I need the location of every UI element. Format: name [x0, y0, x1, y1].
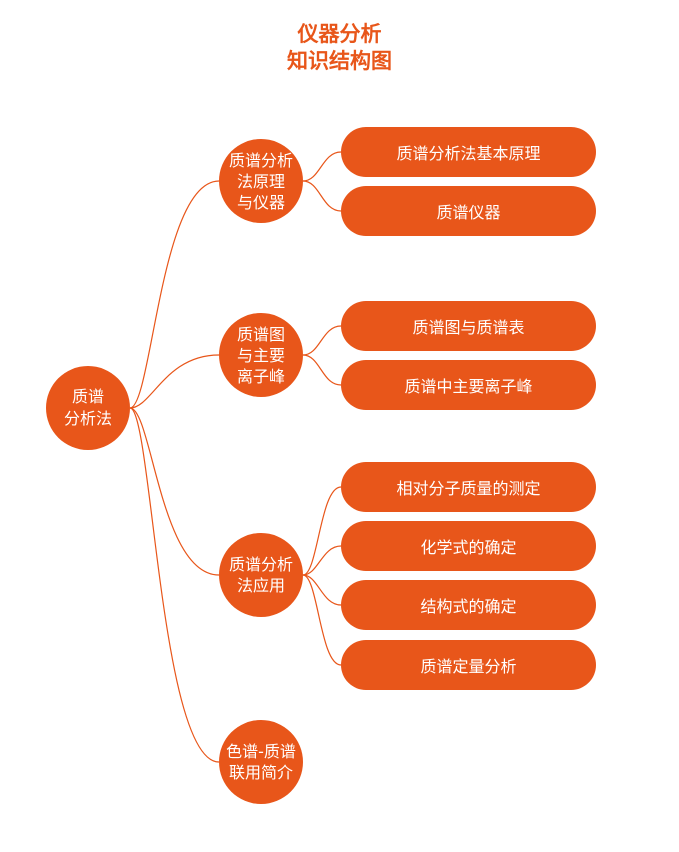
root-node: 质谱 分析法 [46, 366, 130, 450]
link-branch-3-leaf-4 [302, 574, 342, 666]
link-branch-2-leaf-1 [302, 325, 342, 356]
diagram-title-line1: 仪器分析 [297, 22, 382, 46]
link-branch-3-leaf-2 [302, 545, 342, 576]
branch-node-principles: 质谱分析 法原理 与仪器 [219, 139, 303, 223]
leaf-node-spectrum-table: 质谱图与质谱表 [341, 301, 596, 351]
diagram-title-line2: 知识结构图 [287, 49, 392, 73]
root-node-label: 质谱 分析法 [63, 387, 112, 428]
leaf-node-main-ion-peaks: 质谱中主要离子峰 [341, 360, 596, 410]
link-root-branch-2 [129, 354, 220, 409]
branch-node-label: 色谱-质谱 联用简介 [226, 742, 296, 782]
leaf-node-basic-principle: 质谱分析法基本原理 [341, 127, 596, 177]
leaf-node-instrument: 质谱仪器 [341, 186, 596, 236]
link-root-branch-1 [129, 180, 220, 409]
link-branch-3-leaf-1 [302, 486, 342, 576]
branch-node-spectra: 质谱图 与主要 离子峰 [219, 313, 303, 397]
branch-node-label: 质谱图 与主要 离子峰 [236, 324, 285, 386]
link-root-branch-4 [129, 407, 220, 763]
leaf-node-quantitative: 质谱定量分析 [341, 640, 596, 690]
link-branch-1-leaf-2 [302, 180, 342, 212]
branch-node-label: 质谱分析 法原理 与仪器 [228, 150, 293, 212]
link-branch-2-leaf-2 [302, 354, 342, 386]
leaf-node-formula: 化学式的确定 [341, 521, 596, 571]
leaf-node-structure: 结构式的确定 [341, 580, 596, 630]
branch-node-label: 质谱分析 法应用 [228, 555, 293, 595]
branch-node-applications: 质谱分析 法应用 [219, 533, 303, 617]
leaf-node-molecular-mass: 相对分子质量的测定 [341, 462, 596, 512]
branch-node-gc-ms: 色谱-质谱 联用简介 [219, 720, 303, 804]
link-branch-1-leaf-1 [302, 151, 342, 182]
link-branch-3-leaf-3 [302, 574, 342, 606]
link-root-branch-3 [129, 407, 220, 576]
